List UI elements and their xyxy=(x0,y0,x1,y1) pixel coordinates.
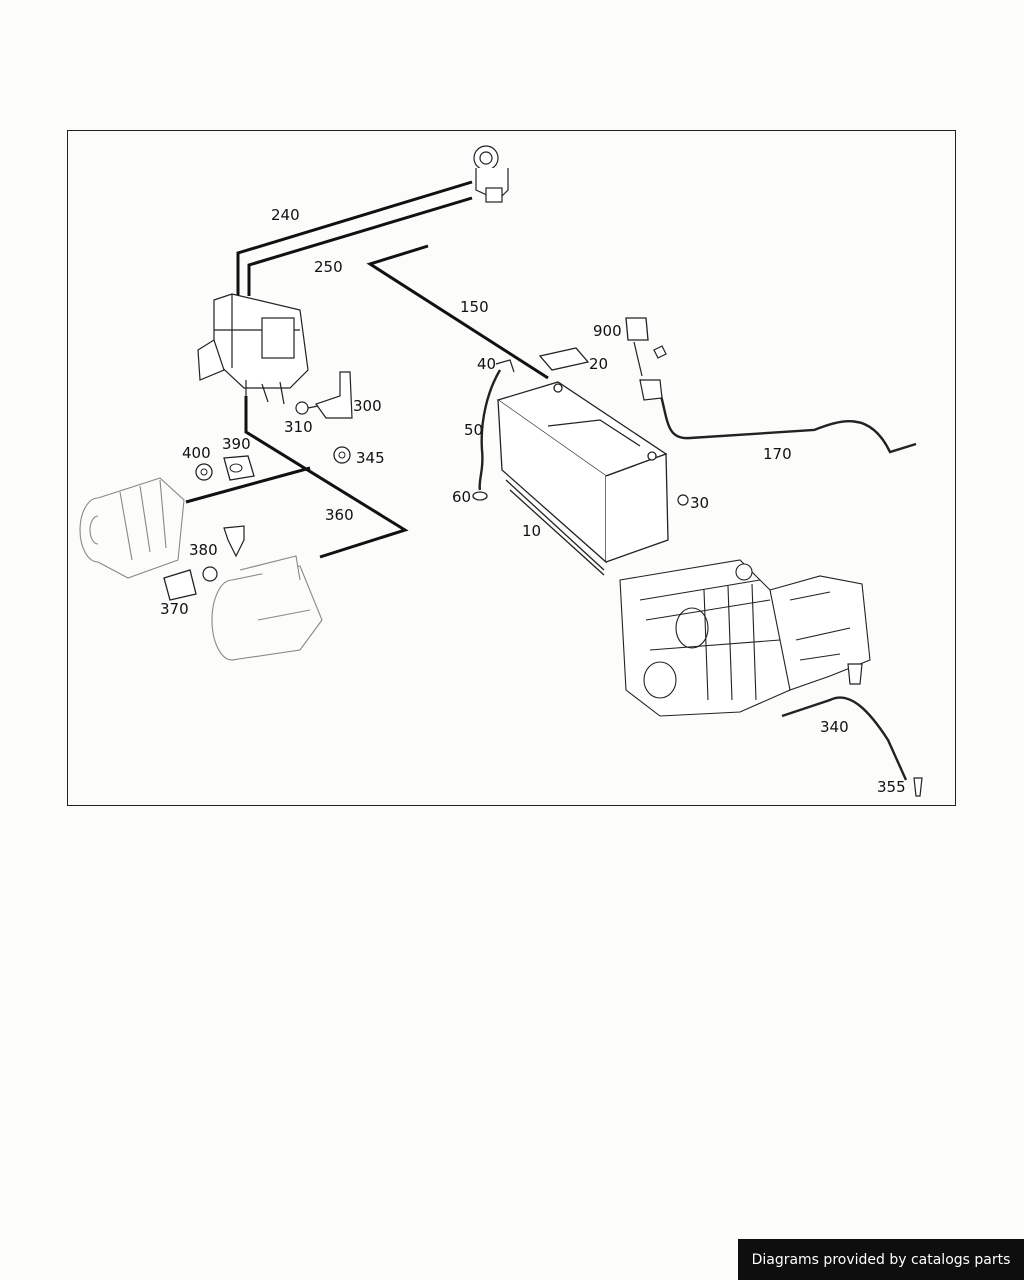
callout-355: 355 xyxy=(877,778,906,796)
wire-150 xyxy=(366,244,549,380)
callout-390: 390 xyxy=(222,435,251,453)
callout-170: 170 xyxy=(763,445,792,463)
callout-250: 250 xyxy=(314,258,343,276)
cap-370 xyxy=(163,569,197,601)
parts-diagram xyxy=(79,145,923,797)
callout-300: 300 xyxy=(353,397,382,415)
footer-attribution: Diagrams provided by catalogs parts xyxy=(738,1239,1024,1280)
callout-40: 40 xyxy=(477,355,497,373)
callout-50: 50 xyxy=(464,421,484,439)
callout-60: 60 xyxy=(452,488,472,506)
alternator-part xyxy=(79,477,185,579)
callout-900: 900 xyxy=(593,322,622,340)
nut-345 xyxy=(333,446,351,464)
callout-10: 10 xyxy=(522,522,542,540)
callout-340: 340 xyxy=(820,718,849,736)
terminal-380 xyxy=(223,525,245,558)
callout-20: 20 xyxy=(589,355,609,373)
wire-240 xyxy=(236,180,473,296)
callout-380: 380 xyxy=(189,541,218,559)
cap-60 xyxy=(472,491,488,501)
callout-400: 400 xyxy=(182,444,211,462)
wire-360 xyxy=(244,396,409,559)
nut-30 xyxy=(677,494,689,506)
cover-20 xyxy=(538,347,590,371)
bracket-300 xyxy=(315,371,353,419)
starter-part xyxy=(211,555,323,661)
transmission-part xyxy=(769,575,871,691)
fuse-box-part xyxy=(197,293,309,405)
nut-400 xyxy=(195,463,213,481)
callout-150: 150 xyxy=(460,298,489,316)
callout-30: 30 xyxy=(690,494,710,512)
wire-360-branch xyxy=(185,466,311,504)
battery-part xyxy=(496,381,669,576)
sensor-900 xyxy=(625,317,649,341)
callout-310: 310 xyxy=(284,418,313,436)
callout-370: 370 xyxy=(160,600,189,618)
callout-240: 240 xyxy=(271,206,300,224)
sensor-part xyxy=(473,145,509,203)
wire-250 xyxy=(247,196,473,296)
cable-170 xyxy=(639,378,917,454)
strap-340 xyxy=(781,696,908,781)
callout-360: 360 xyxy=(325,506,354,524)
bolt-355 xyxy=(913,777,923,797)
engine-part xyxy=(619,559,791,717)
bolt-310 xyxy=(295,401,309,415)
callout-345: 345 xyxy=(356,449,385,467)
hose-50 xyxy=(478,369,502,491)
cap-390 xyxy=(223,455,255,481)
